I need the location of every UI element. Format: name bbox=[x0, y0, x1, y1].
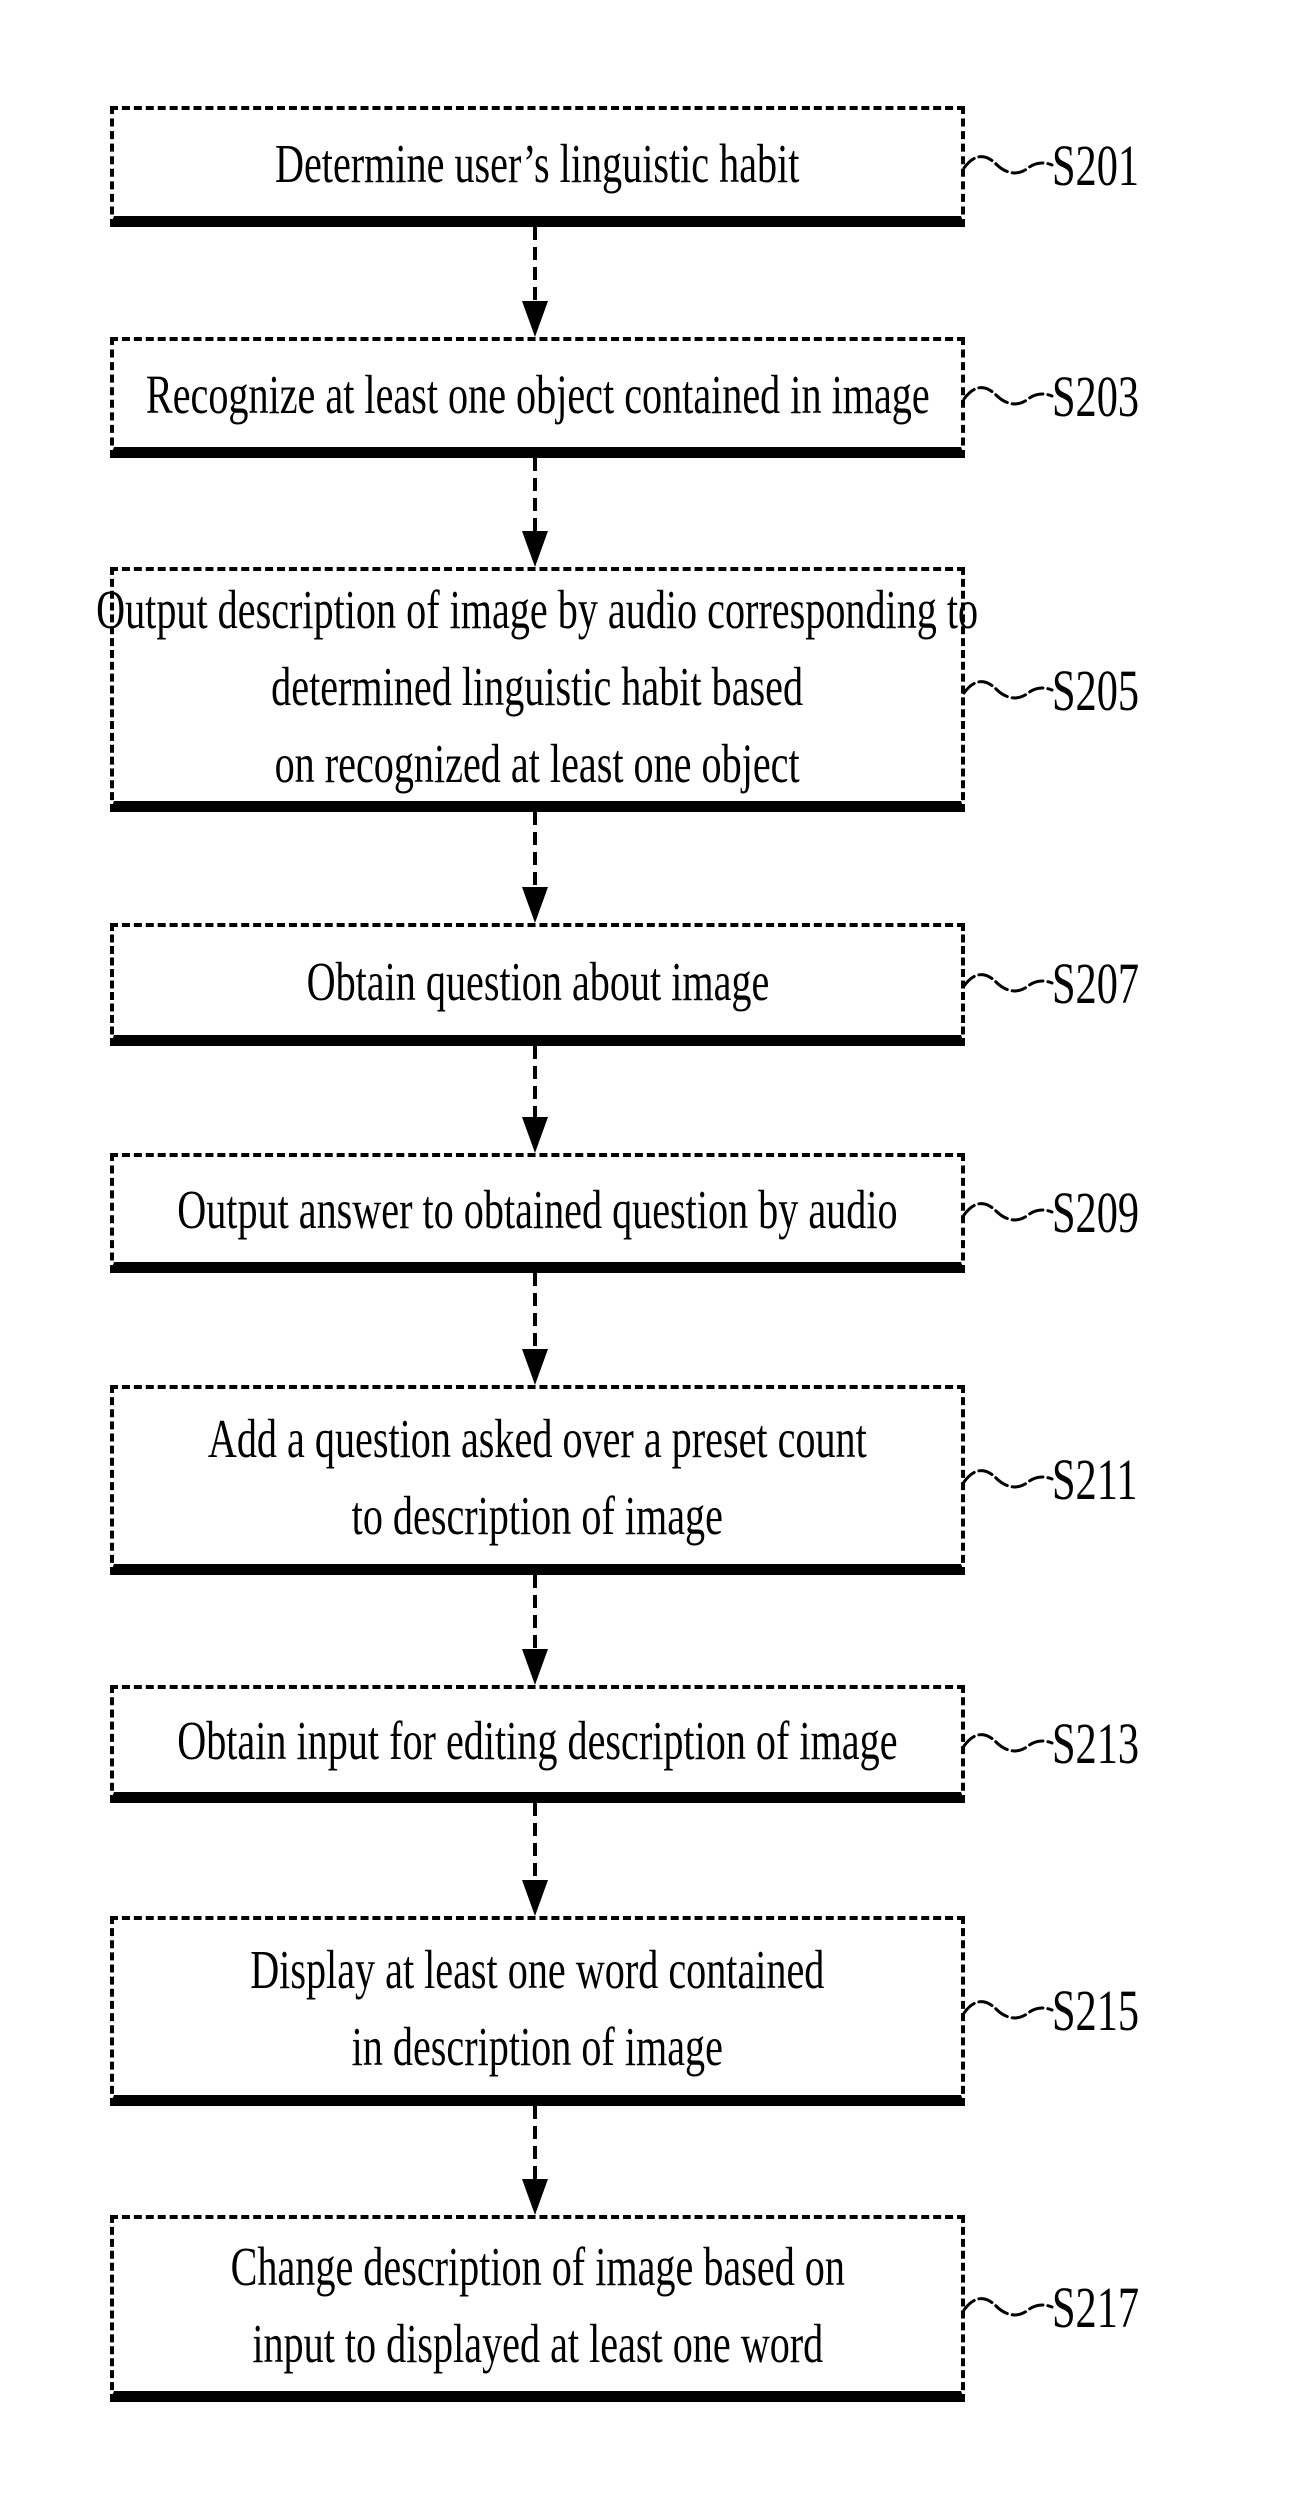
arrow-head-down-icon bbox=[522, 1117, 548, 1153]
step-text-line: Determine user’s linguistic habit bbox=[275, 132, 800, 194]
arrow-line bbox=[533, 458, 537, 531]
step-text-line: Change description of image based on bbox=[230, 2236, 845, 2297]
step-text-line: input to displayed at least one word bbox=[252, 2313, 823, 2374]
flow-step-box-s215: Display at least one word contained in d… bbox=[110, 1916, 965, 2106]
connector-squiggle bbox=[962, 680, 1054, 700]
flow-step-text: Output answer to obtained question by au… bbox=[177, 1171, 897, 1248]
connector-squiggle bbox=[962, 386, 1054, 406]
step-label-s203: S203 bbox=[1052, 364, 1140, 429]
step-text-line: to description of image bbox=[351, 1484, 724, 1546]
arrow-line bbox=[533, 1803, 537, 1880]
flow-arrow-6 bbox=[522, 1575, 548, 1685]
flow-step-box-s203: Recognize at least one object contained … bbox=[110, 337, 965, 458]
flow-step-box-s205: Output description of image by audio cor… bbox=[97, 567, 979, 812]
connector-squiggle bbox=[962, 1733, 1054, 1753]
arrow-line bbox=[533, 1046, 537, 1117]
flow-arrow-7 bbox=[522, 1803, 548, 1916]
flow-arrow-8 bbox=[522, 2106, 548, 2215]
flow-step-box-s217: Change description of image based on inp… bbox=[110, 2215, 965, 2402]
flow-step-box-s209: Output answer to obtained question by au… bbox=[110, 1153, 965, 1273]
flow-step-box-s213: Obtain input for editing description of … bbox=[110, 1685, 965, 1803]
arrow-line bbox=[533, 812, 537, 887]
connector-squiggle bbox=[962, 1469, 1054, 1489]
step-label-s201: S201 bbox=[1052, 133, 1140, 198]
flow-arrow-4 bbox=[522, 1046, 548, 1153]
step-text-line: Obtain input for editing description of … bbox=[177, 1710, 898, 1771]
connector-squiggle bbox=[962, 2000, 1054, 2020]
connector-squiggle bbox=[962, 155, 1054, 175]
step-text-line: on recognized at least one object bbox=[274, 732, 801, 794]
step-label-s217: S217 bbox=[1052, 2275, 1140, 2340]
arrow-line bbox=[533, 1273, 537, 1349]
arrow-head-down-icon bbox=[522, 1880, 548, 1916]
arrow-head-down-icon bbox=[522, 531, 548, 567]
flow-step-text: Recognize at least one object contained … bbox=[146, 356, 930, 433]
arrow-head-down-icon bbox=[522, 2179, 548, 2215]
step-text-line: Recognize at least one object contained … bbox=[145, 363, 930, 425]
flow-arrow-1 bbox=[522, 227, 548, 337]
connector-squiggle bbox=[962, 973, 1054, 993]
step-label-s215: S215 bbox=[1052, 1978, 1140, 2043]
step-text-line: in description of image bbox=[351, 2015, 724, 2077]
step-label-s205: S205 bbox=[1052, 658, 1140, 723]
flow-arrow-3 bbox=[522, 812, 548, 923]
arrow-line bbox=[533, 1575, 537, 1649]
arrow-head-down-icon bbox=[522, 1649, 548, 1685]
step-label-s209: S209 bbox=[1052, 1180, 1140, 1245]
flow-step-text: Change description of image based on inp… bbox=[230, 2228, 844, 2382]
step-label-s213: S213 bbox=[1052, 1711, 1140, 1776]
flow-step-text: Obtain input for editing description of … bbox=[177, 1702, 897, 1779]
flow-arrow-2 bbox=[522, 458, 548, 567]
step-text-line: Display at least one word contained bbox=[250, 1938, 825, 2000]
step-text-line: determined linguistic habit based bbox=[271, 655, 804, 717]
arrow-line bbox=[533, 2106, 537, 2179]
flow-step-text: Obtain question about image bbox=[306, 943, 769, 1020]
arrow-line bbox=[533, 227, 537, 301]
flow-step-text: Output description of image by audio cor… bbox=[97, 571, 979, 802]
arrow-head-down-icon bbox=[522, 301, 548, 337]
flow-step-text: Display at least one word contained in d… bbox=[250, 1931, 824, 2085]
step-label-s211: S211 bbox=[1052, 1447, 1138, 1512]
step-text-line: Output description of image by audio cor… bbox=[96, 578, 979, 640]
flow-step-box-s207: Obtain question about image bbox=[110, 923, 965, 1046]
flow-arrow-5 bbox=[522, 1273, 548, 1385]
step-text-line: Obtain question about image bbox=[306, 950, 769, 1012]
step-text-line: Add a question asked over a preset count bbox=[208, 1407, 867, 1469]
flow-step-text: Add a question asked over a preset count… bbox=[208, 1400, 867, 1554]
flow-step-text: Determine user’s linguistic habit bbox=[275, 125, 799, 202]
step-text-line: Output answer to obtained question by au… bbox=[177, 1179, 898, 1240]
arrow-head-down-icon bbox=[522, 887, 548, 923]
arrow-head-down-icon bbox=[522, 1349, 548, 1385]
connector-squiggle bbox=[962, 2297, 1054, 2317]
flow-step-box-s211: Add a question asked over a preset count… bbox=[110, 1385, 965, 1575]
flow-step-box-s201: Determine user’s linguistic habit bbox=[110, 106, 965, 227]
step-label-s207: S207 bbox=[1052, 951, 1140, 1016]
connector-squiggle bbox=[962, 1202, 1054, 1222]
